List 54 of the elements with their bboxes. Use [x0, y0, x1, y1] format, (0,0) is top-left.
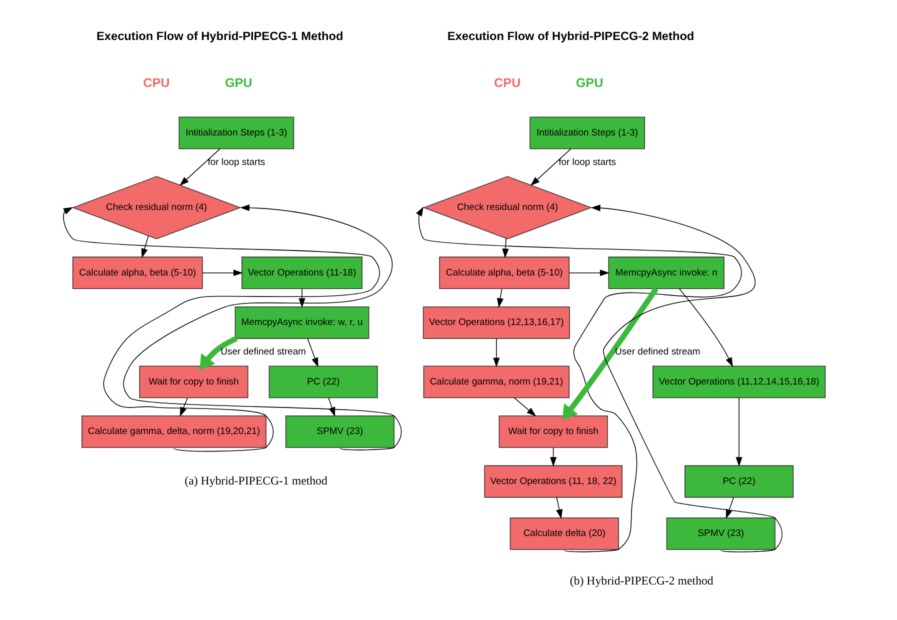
arrow — [202, 270, 242, 276]
node-box: Vector Operations (12,13,16,17) — [422, 306, 570, 339]
arrow — [502, 238, 508, 258]
node-box: SPMV (23) — [284, 416, 394, 448]
label: (b) Hybrid-PIPECG-2 method — [569, 574, 713, 588]
node-box: Vector Operations (11, 18, 22) — [484, 465, 622, 498]
node-box: Intitialization Steps (1-3) — [178, 116, 294, 150]
node-box: PC (22) — [268, 366, 378, 398]
arrow — [306, 338, 318, 368]
arrow — [678, 288, 732, 367]
edge-label: User defined stream — [220, 346, 306, 358]
node-box: Calculate gamma, delta, norm (19,20,21) — [81, 416, 266, 448]
node-box: Calculate gamma, norm (19,21) — [422, 366, 570, 398]
label: (a) Hybrid-PIPECG-1 method — [184, 473, 327, 488]
arrow — [562, 287, 658, 420]
arrow — [590, 204, 782, 552]
label: Execution Flow of Hybrid-PIPECG-1 Method — [96, 29, 343, 44]
arrow — [298, 288, 305, 308]
node-box: Calculate alpha, beta (5-10) — [438, 256, 570, 290]
edge-label: User defined stream — [614, 346, 700, 358]
arrow — [550, 447, 556, 467]
node-box: Calculate alpha, beta (5-10) — [72, 256, 202, 290]
edge-label: for loop starts — [558, 157, 616, 168]
arrow — [179, 398, 188, 417]
arrow — [725, 497, 734, 519]
arrow — [415, 206, 742, 552]
label: GPU — [224, 76, 252, 90]
arrow — [62, 207, 380, 452]
node-box: Wait for copy to finish — [498, 416, 608, 448]
edge-label: for loop starts — [207, 157, 265, 168]
arrow — [530, 148, 571, 186]
node-box: Intitialization Steps (1-3) — [529, 116, 644, 150]
arrow — [178, 148, 220, 186]
arrow — [568, 270, 609, 276]
arrow — [514, 398, 536, 416]
label: CPU — [494, 76, 520, 90]
label: CPU — [142, 76, 170, 90]
arrow — [735, 397, 742, 467]
label: GPU — [575, 76, 603, 90]
arrow — [122, 204, 402, 450]
node-box: Wait for copy to finish — [138, 366, 248, 398]
node-box: Vector Operations (11,12,14,15,16,18) — [652, 366, 826, 398]
node-box: MemcpyAsync invoke: n — [608, 256, 724, 290]
node-box: Calculate delta (20) — [509, 517, 618, 550]
arrow — [199, 336, 238, 370]
node-box: SPMV (23) — [666, 517, 775, 550]
arrow — [140, 236, 148, 258]
node-box: MemcpyAsync invoke: w, r, u — [234, 306, 369, 339]
node-box: Vector Operations (11-18) — [241, 256, 362, 290]
label: Execution Flow of Hybrid-PIPECG-2 Method — [446, 29, 694, 44]
node-box: PC (22) — [684, 465, 794, 498]
arrow — [492, 338, 500, 368]
arrow — [496, 288, 504, 308]
arrow — [556, 497, 562, 519]
